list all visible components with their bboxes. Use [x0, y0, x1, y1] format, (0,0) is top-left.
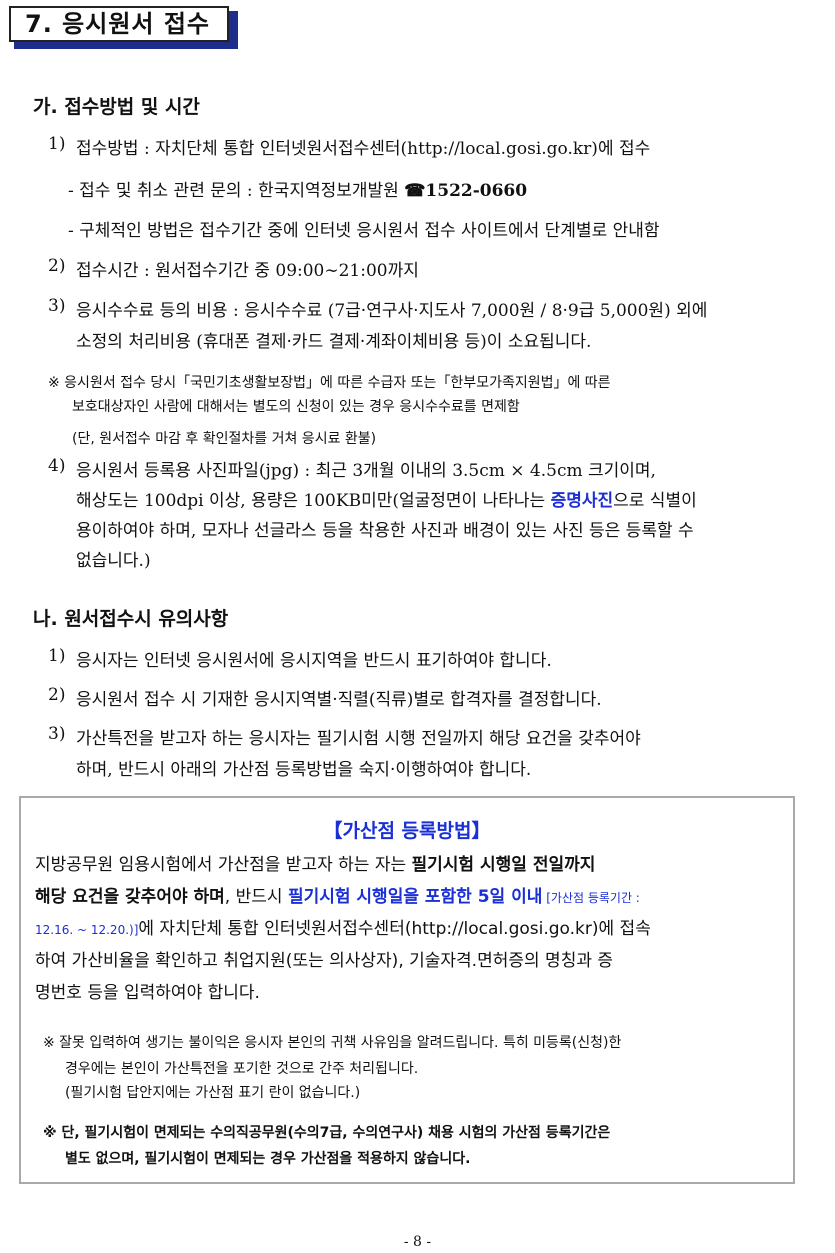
section-a-note1-line2: 보호대상자인 사람에 대해서는 별도의 신청이 있는 경우 응시수수료를 면제함 [72, 399, 520, 415]
bonus-box-line4: 하여 가산비율을 확인하고 취업지원(또는 의사상자), 기술자격.면허증의 명… [35, 951, 614, 971]
bonus-box-line3: 12.16. ~ 12.20.)]에 자치단체 통합 인터넷원서접수센터(htt… [35, 914, 783, 939]
section-a-item4-num: 4) [48, 456, 66, 476]
section-a-item1-text: 접수방법 : 자치단체 통합 인터넷원서접수센터(http://local.go… [76, 139, 651, 159]
id-photo-highlight: 증명사진 [550, 491, 614, 511]
bonus-note1: ※ 잘못 입력하여 생기는 불이익은 응시자 본인의 귀책 사유임을 알려드립니… [43, 1035, 622, 1051]
bonus-box-line1: 지방공무원 임용시험에서 가산점을 받고자 하는 자는 필기시험 시행일 전일까… [35, 850, 783, 875]
bonus-line2-mid: , 반드시 [224, 887, 288, 907]
section-b-item2-num: 2) [48, 685, 66, 705]
section-a-item3-line2: 소정의 처리비용 (휴대폰 결제·카드 결제·계좌이체비용 등)이 소요됩니다. [76, 332, 592, 352]
bonus-line1-bold: 필기시험 시행일 전일까지 [411, 855, 596, 875]
inquiry-text: - 접수 및 취소 관련 문의 : 한국지역정보개발원 [68, 181, 405, 201]
bonus-box-line2: 해당 요건을 갖추어야 하며, 반드시 필기시험 시행일을 포함한 5일 이내 … [35, 882, 783, 907]
bonus-note5: 별도 없으며, 필기시험이 면제되는 경우 가산점을 적용하지 않습니다. [65, 1151, 471, 1167]
section-a-item3-line1: 응시수수료 등의 비용 : 응시수수료 (7급·연구사·지도사 7,000원 /… [76, 301, 708, 321]
bonus-box-title: 【가산점 등록방법】 [323, 820, 491, 842]
section-b-item1-text: 응시자는 인터넷 응시원서에 응시지역을 반드시 표기하여야 합니다. [76, 651, 552, 671]
section-b-item3-line2: 하며, 반드시 아래의 가산점 등록방법을 숙지·이행하여야 합니다. [76, 760, 532, 780]
section-a-item4-line2: 해상도는 100dpi 이상, 용량은 100KB미만(얼굴정면이 나타나는 증… [76, 486, 697, 511]
section-b-item1-num: 1) [48, 646, 66, 666]
section-a-item1-num: 1) [48, 134, 66, 154]
section-a-title: 가. 접수방법 및 시간 [33, 96, 200, 118]
section-b-item3-num: 3) [48, 724, 66, 744]
section-a-item3-num: 3) [48, 296, 66, 316]
section-a-item1-sub1: - 접수 및 취소 관련 문의 : 한국지역정보개발원 ☎1522-0660 [68, 176, 527, 201]
phone-number: ☎1522-0660 [404, 181, 528, 201]
bonus-box-line5: 명번호 등을 입력하여야 합니다. [35, 983, 260, 1003]
section-b-item2-text: 응시원서 접수 시 기재한 응시지역별·직렬(직류)별로 합격자를 결정합니다. [76, 690, 602, 710]
photo-spec-text-end: 으로 식별이 [613, 491, 697, 511]
page-title: 7. 응시원서 접수 [9, 6, 229, 42]
section-a-note1-line1: ※ 응시원서 접수 당시「국민기초생활보장법」에 따른 수급자 또는「한부모가족… [48, 375, 611, 391]
section-a-item4-line4: 없습니다.) [76, 551, 151, 571]
section-b-title: 나. 원서접수시 유의사항 [33, 608, 229, 630]
bonus-note3: (필기시험 답안지에는 가산점 표기 란이 없습니다.) [65, 1085, 361, 1101]
section-b-item3-line1: 가산특전을 받고자 하는 응시자는 필기시험 시행 전일까지 해당 요건을 갖추… [76, 729, 641, 749]
bonus-line2-period: [가산점 등록기간 : [542, 891, 640, 905]
bonus-note4: ※ 단, 필기시험이 면제되는 수의직공무원(수의7급, 수의연구사) 채용 시… [43, 1125, 611, 1141]
section-a-item2-num: 2) [48, 256, 66, 276]
bonus-line3-period: 12.16. ~ 12.20.)] [35, 923, 139, 937]
section-a-item1-sub2: - 구체적인 방법은 접수기간 중에 인터넷 응시원서 접수 사이트에서 단계별… [68, 221, 660, 241]
bonus-line2-bold: 해당 요건을 갖추어야 하며 [35, 887, 225, 907]
photo-spec-text: 해상도는 100dpi 이상, 용량은 100KB미만(얼굴정면이 나타나는 [76, 491, 551, 511]
section-a-item2-text: 접수시간 : 원서접수기간 중 09:00∼21:00까지 [76, 261, 419, 281]
bonus-note2: 경우에는 본인이 가산특전을 포기한 것으로 간주 처리됩니다. [65, 1061, 419, 1077]
bonus-line3-rest: 에 자치단체 통합 인터넷원서접수센터(http://local.gosi.go… [138, 919, 651, 939]
bonus-line2-blue: 필기시험 시행일을 포함한 5일 이내 [287, 887, 543, 907]
section-a-item4-line3: 용이하여야 하며, 모자나 선글라스 등을 착용한 사진과 배경이 있는 사진 … [76, 521, 694, 541]
bonus-points-box: 【가산점 등록방법】 지방공무원 임용시험에서 가산점을 받고자 하는 자는 필… [19, 796, 795, 1184]
page-number: - 8 - [403, 1234, 432, 1250]
section-a-item4-line1: 응시원서 등록용 사진파일(jpg) : 최근 3개월 이내의 3.5cm × … [76, 461, 656, 481]
bonus-line1-text: 지방공무원 임용시험에서 가산점을 받고자 하는 자는 [35, 855, 412, 875]
section-a-note1-line3: (단, 원서접수 마감 후 확인절차를 거쳐 응시료 환불) [72, 431, 377, 447]
